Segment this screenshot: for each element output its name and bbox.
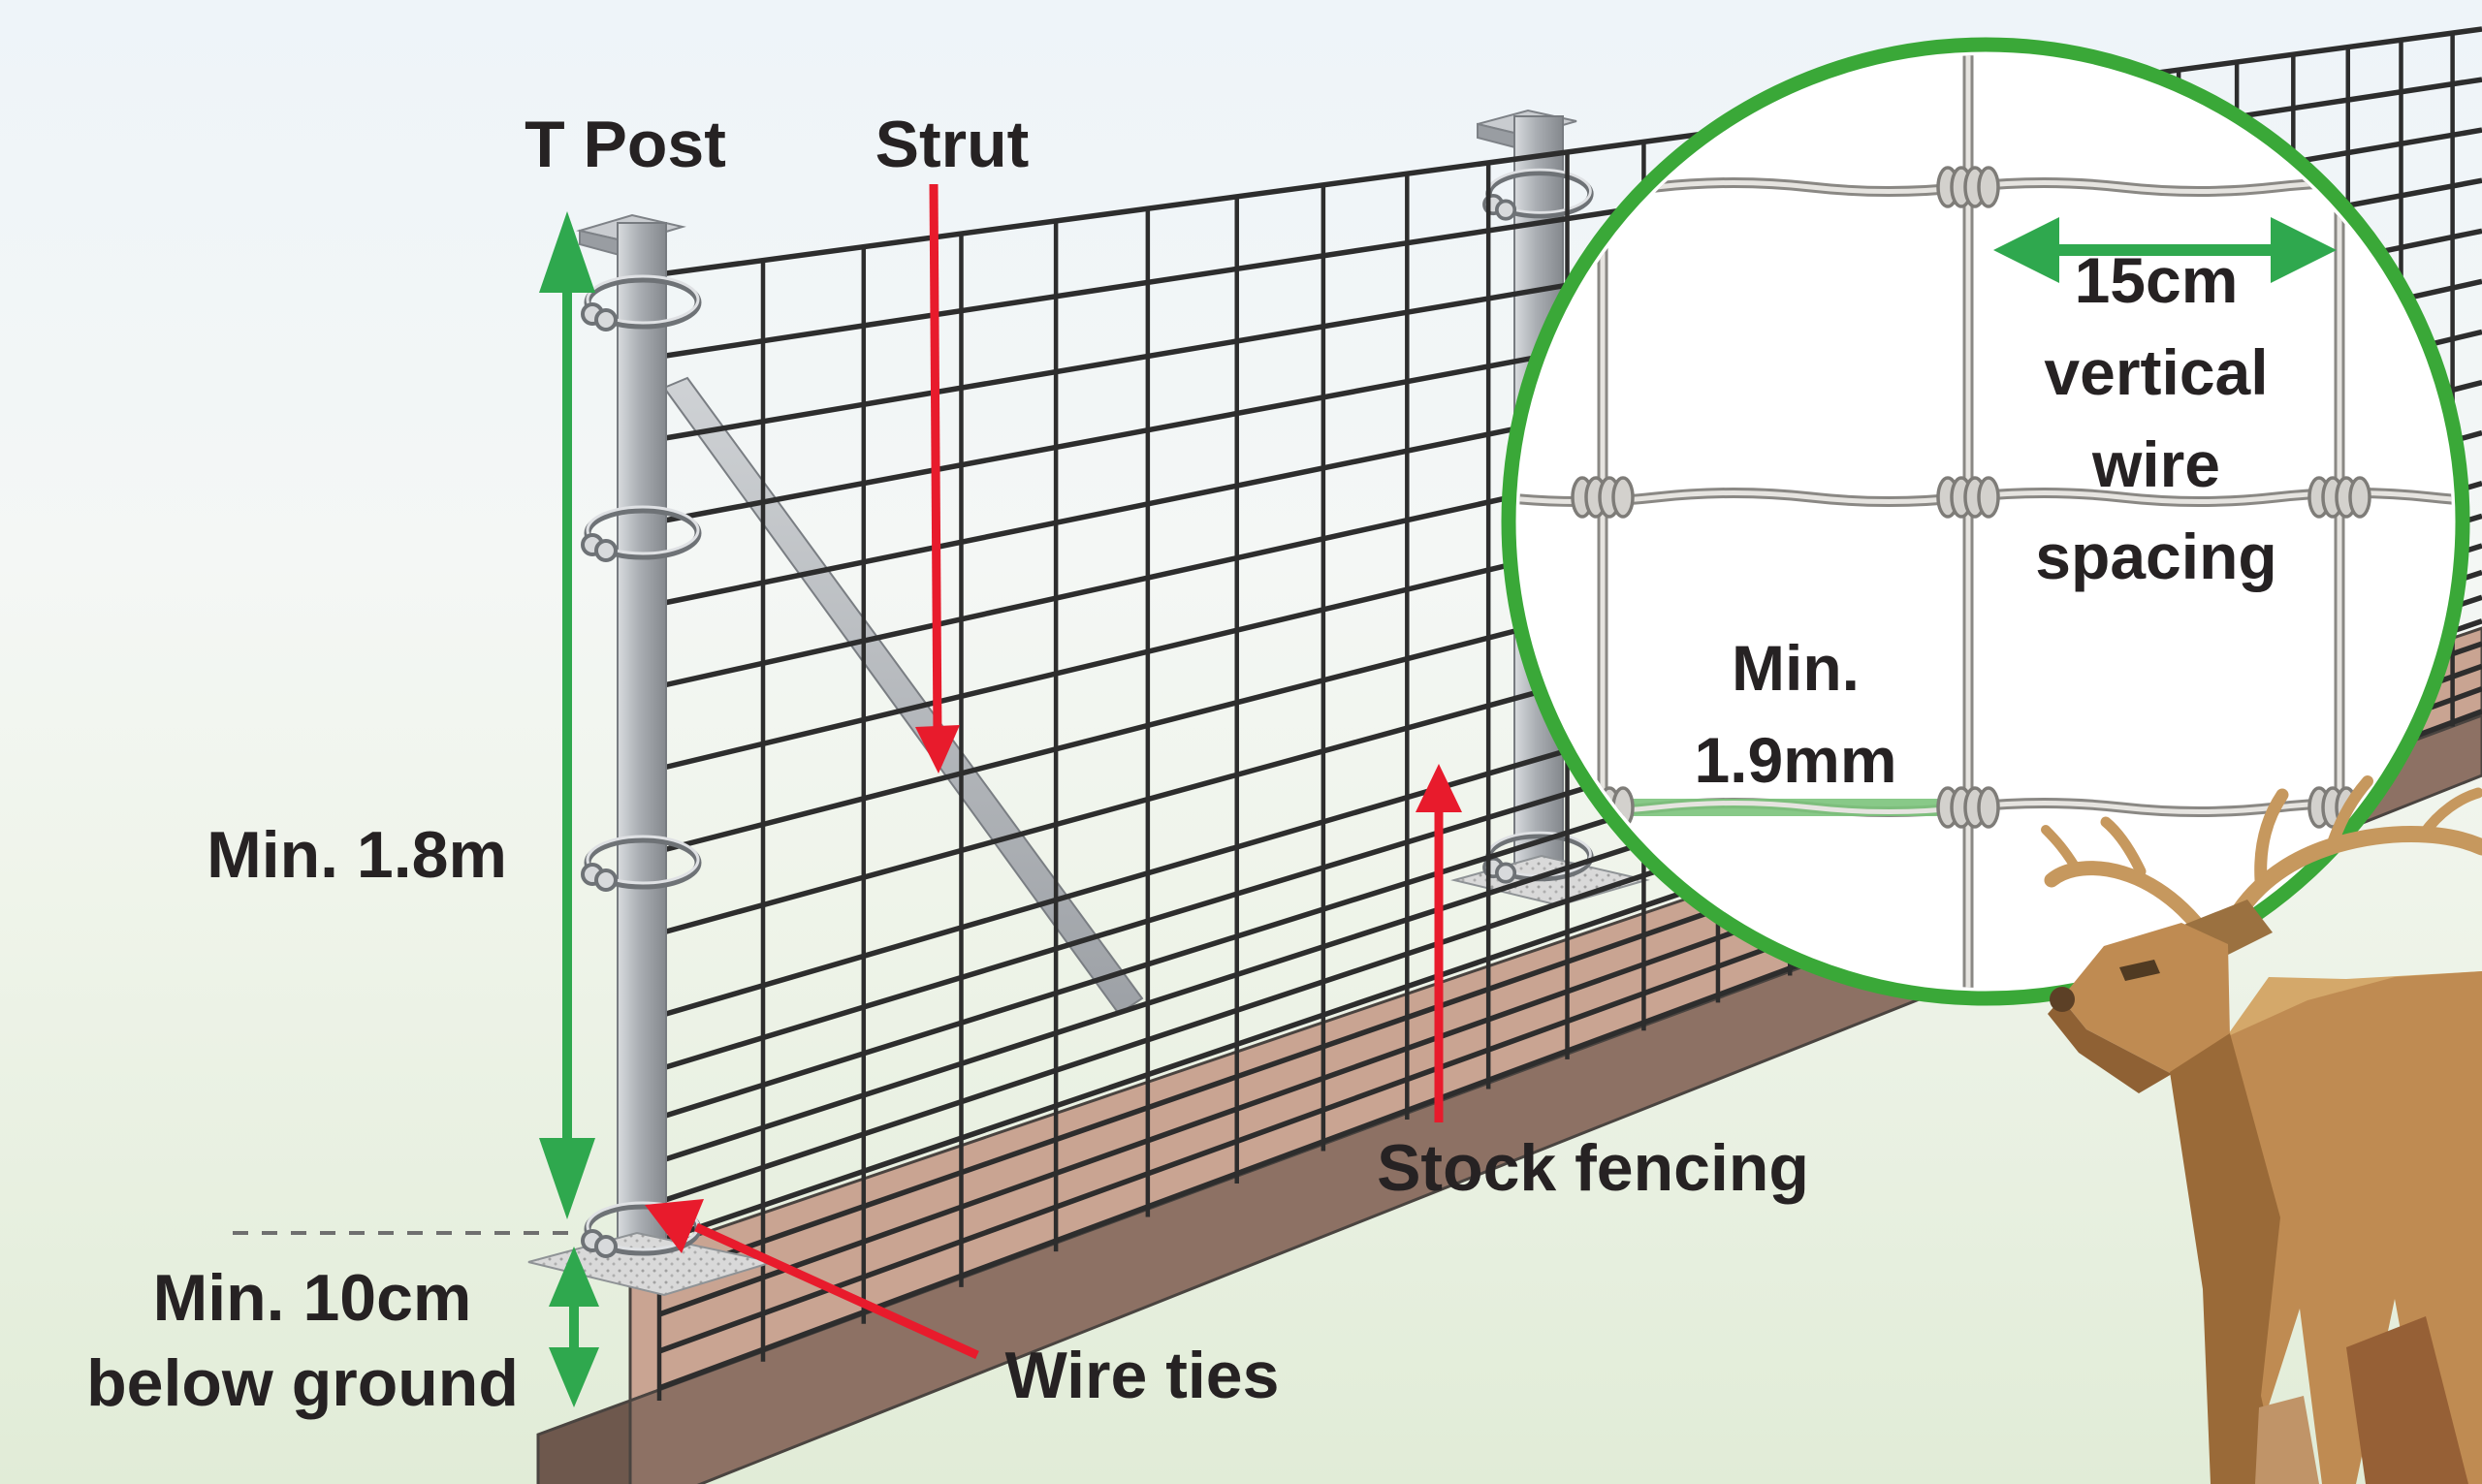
pointer-arrow-wire-ties [645, 1199, 979, 1360]
t-post-label: T Post [525, 108, 726, 181]
mesh-wire [1519, 490, 2452, 504]
inset-spacing-label-line1: 15cm [2075, 244, 2239, 316]
inset-spacing-label-line2: vertical [2044, 336, 2268, 408]
wire-ties-label: Wire ties [1005, 1339, 1280, 1412]
inset-gauge-label-line2: 1.9mm [1694, 724, 1896, 796]
t-post-left [527, 213, 777, 1297]
pointer-arrow-strut [915, 183, 960, 774]
inset-spacing-label-line3: wire [2091, 428, 2220, 500]
inset-gauge-label-line1: Min. [1732, 632, 1860, 704]
min-height-label: Min. 1.8m [207, 818, 507, 892]
below-ground-label-line1: Min. 10cm [153, 1261, 472, 1335]
inset-circle: 15cm vertical wire spacing Min. 1.9mm [1501, 37, 2470, 1006]
pointer-arrow-stock-fencing [1416, 764, 1462, 1122]
measure-arrow-depth [549, 1247, 599, 1407]
stock-fencing-label: Stock fencing [1377, 1131, 1809, 1205]
below-ground-label-line2: below ground [86, 1346, 519, 1420]
strut-label: Strut [875, 108, 1030, 181]
measure-arrow-height [539, 211, 595, 1219]
spacing-arrow [1993, 217, 2337, 283]
inset-spacing-label-line4: spacing [2035, 521, 2276, 592]
deer-illustration [2041, 775, 2482, 1484]
strut-beam [662, 376, 1144, 1016]
